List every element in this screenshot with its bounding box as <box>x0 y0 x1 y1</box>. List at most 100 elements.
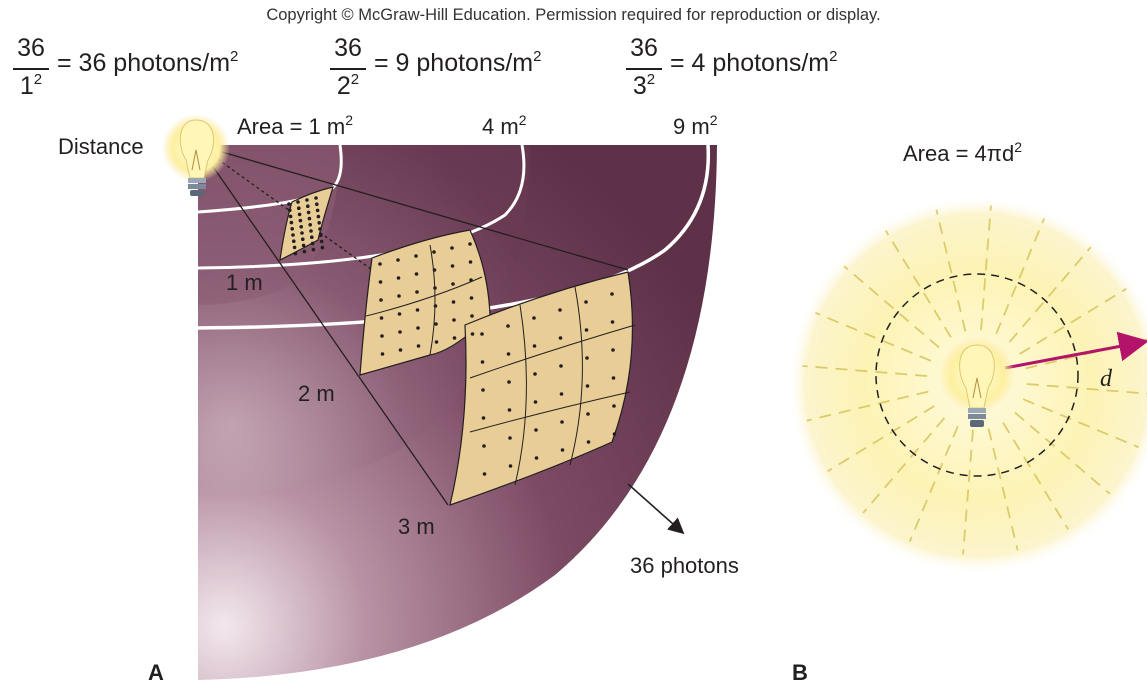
photon-dot <box>452 336 457 340</box>
photon-dot <box>586 412 590 416</box>
ray-line <box>885 230 952 338</box>
area-label-9m-exponent: 2 <box>709 112 718 128</box>
equation-2-unit-exponent: 2 <box>533 48 542 65</box>
distance-marker-2m: 2 m <box>298 381 335 406</box>
photon-dot <box>470 332 475 336</box>
light-bulb-b-icon <box>939 337 1015 427</box>
photon-dot <box>508 436 512 440</box>
fraction-bar <box>330 68 366 70</box>
photon-dot <box>612 404 616 408</box>
photon-dot <box>301 243 306 248</box>
photon-dot <box>559 364 563 368</box>
photon-dot <box>290 227 295 231</box>
equation-1-denominator: 1 <box>19 72 34 100</box>
copyright-notice: Copyright © McGraw-Hill Education. Permi… <box>266 6 881 24</box>
photon-dot <box>532 316 536 320</box>
ray-line <box>1026 383 1147 395</box>
photon-dot <box>434 340 439 344</box>
photon-dot <box>560 420 564 424</box>
photon-dot <box>291 233 295 237</box>
light-bulb-a-icon <box>162 114 230 196</box>
photon-dot <box>287 202 291 206</box>
photon-dot <box>482 472 487 476</box>
photon-dot <box>506 324 510 328</box>
ray-line <box>843 265 940 349</box>
photon-dot <box>433 304 438 308</box>
photons-arrow <box>627 483 685 535</box>
photon-dot <box>292 239 296 243</box>
ray-line <box>1014 411 1111 495</box>
photon-dot <box>433 286 437 290</box>
area-label-1m-text: Area = 1 m <box>237 114 346 139</box>
photon-dot <box>470 314 474 318</box>
area-formula-exponent: 2 <box>1014 139 1022 155</box>
photon-dot <box>289 220 294 225</box>
photon-dot <box>584 328 589 332</box>
photon-dot <box>434 322 438 326</box>
ray-line <box>827 405 935 472</box>
photon-dot <box>533 372 537 376</box>
ray-line <box>935 209 967 332</box>
photon-dot <box>468 242 472 246</box>
photon-dot <box>533 400 538 404</box>
photon-dot <box>452 318 456 322</box>
ray-line <box>980 205 992 331</box>
equation-3-numerator: 36 <box>630 34 658 62</box>
photon-dot <box>416 326 420 330</box>
photon-dot <box>611 348 615 352</box>
photon-dot <box>318 227 322 231</box>
photon-dot <box>559 392 564 396</box>
photon-dot <box>481 416 486 420</box>
photon-dot <box>482 444 486 448</box>
photon-dot <box>396 276 401 280</box>
ray-line <box>806 390 929 422</box>
photon-dot <box>584 300 588 304</box>
equation-3-exponent: 2 <box>646 71 656 88</box>
equation-2-result: = 9 photons/m <box>374 49 534 77</box>
radius-arrow <box>1004 331 1147 370</box>
photon-dot <box>296 200 300 204</box>
dashed-sphere-circle <box>875 273 1079 477</box>
ray-line <box>862 417 946 514</box>
panel-b-label: B <box>792 660 808 685</box>
photon-dot <box>481 388 485 392</box>
equation-2-numerator: 36 <box>334 34 362 62</box>
photon-dot <box>469 296 474 300</box>
photon-dot <box>398 348 403 352</box>
photon-dot <box>319 233 323 237</box>
fraction-bar <box>13 68 49 70</box>
photon-dot <box>306 210 311 215</box>
photon-dot <box>315 208 320 213</box>
photon-dot <box>480 360 485 364</box>
ray-line <box>1019 288 1127 355</box>
photon-dot <box>292 245 297 250</box>
photon-dot <box>378 280 383 284</box>
photon-dot <box>317 221 322 225</box>
photon-dot <box>507 408 512 412</box>
photon-dot <box>300 231 304 235</box>
photon-dot <box>585 356 589 360</box>
patch-2m <box>359 229 491 376</box>
photon-dot <box>450 246 454 250</box>
photons-count-label: 36 photons <box>630 553 739 578</box>
equation-1-numerator: 36 <box>17 34 45 62</box>
radius-label: d <box>1100 366 1112 392</box>
photon-dot <box>534 428 538 432</box>
photon-dot <box>451 282 455 286</box>
photon-dots <box>287 196 617 476</box>
photon-dot <box>380 334 384 338</box>
photon-dot <box>378 262 382 266</box>
ray-line <box>1008 246 1092 343</box>
photon-dot <box>610 292 614 296</box>
equation-3-denominator: 3 <box>632 72 647 100</box>
distance-label: Distance <box>58 134 144 159</box>
ray-line <box>995 218 1046 335</box>
photon-dot <box>309 229 313 233</box>
equation-2-denominator: 2 <box>336 72 351 100</box>
photon-dot <box>450 264 455 268</box>
area-label-9m: 9 m2 <box>673 112 718 140</box>
photon-dot <box>468 260 473 264</box>
ray-line <box>1022 398 1139 449</box>
photon-dot <box>558 308 562 312</box>
